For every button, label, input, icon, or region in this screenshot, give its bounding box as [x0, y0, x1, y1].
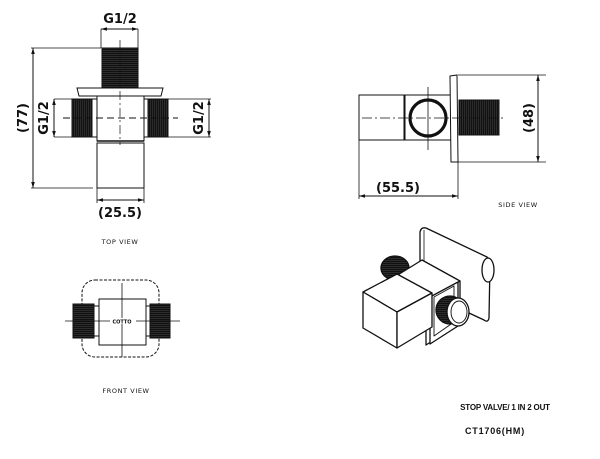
side-view: [358, 74, 546, 199]
brand-mark-bg: [110, 318, 136, 324]
right-thread-dimension: G1/2: [192, 101, 207, 135]
product-code: CT1706(HM): [465, 426, 525, 436]
top-thread-dimension: G1/2: [103, 12, 137, 27]
top-view: [31, 27, 211, 203]
front-view: [65, 279, 180, 358]
left-thread-dimension: G1/2: [37, 101, 52, 135]
brand-mark: COTTO: [112, 320, 131, 326]
top-view-label: TOP VIEW: [101, 238, 139, 246]
front-view-label: FRONT VIEW: [102, 387, 149, 395]
depth-dimension: (55.5): [376, 181, 420, 196]
height-dimension: (77): [16, 103, 31, 133]
side-view-label: SIDE VIEW: [498, 201, 538, 209]
product-title: STOP VALVE/ 1 IN 2 OUT: [460, 403, 550, 412]
side-height-dimension: (48): [522, 103, 537, 133]
isometric-view: [362, 227, 495, 349]
width-dimension: (25.5): [98, 206, 142, 221]
